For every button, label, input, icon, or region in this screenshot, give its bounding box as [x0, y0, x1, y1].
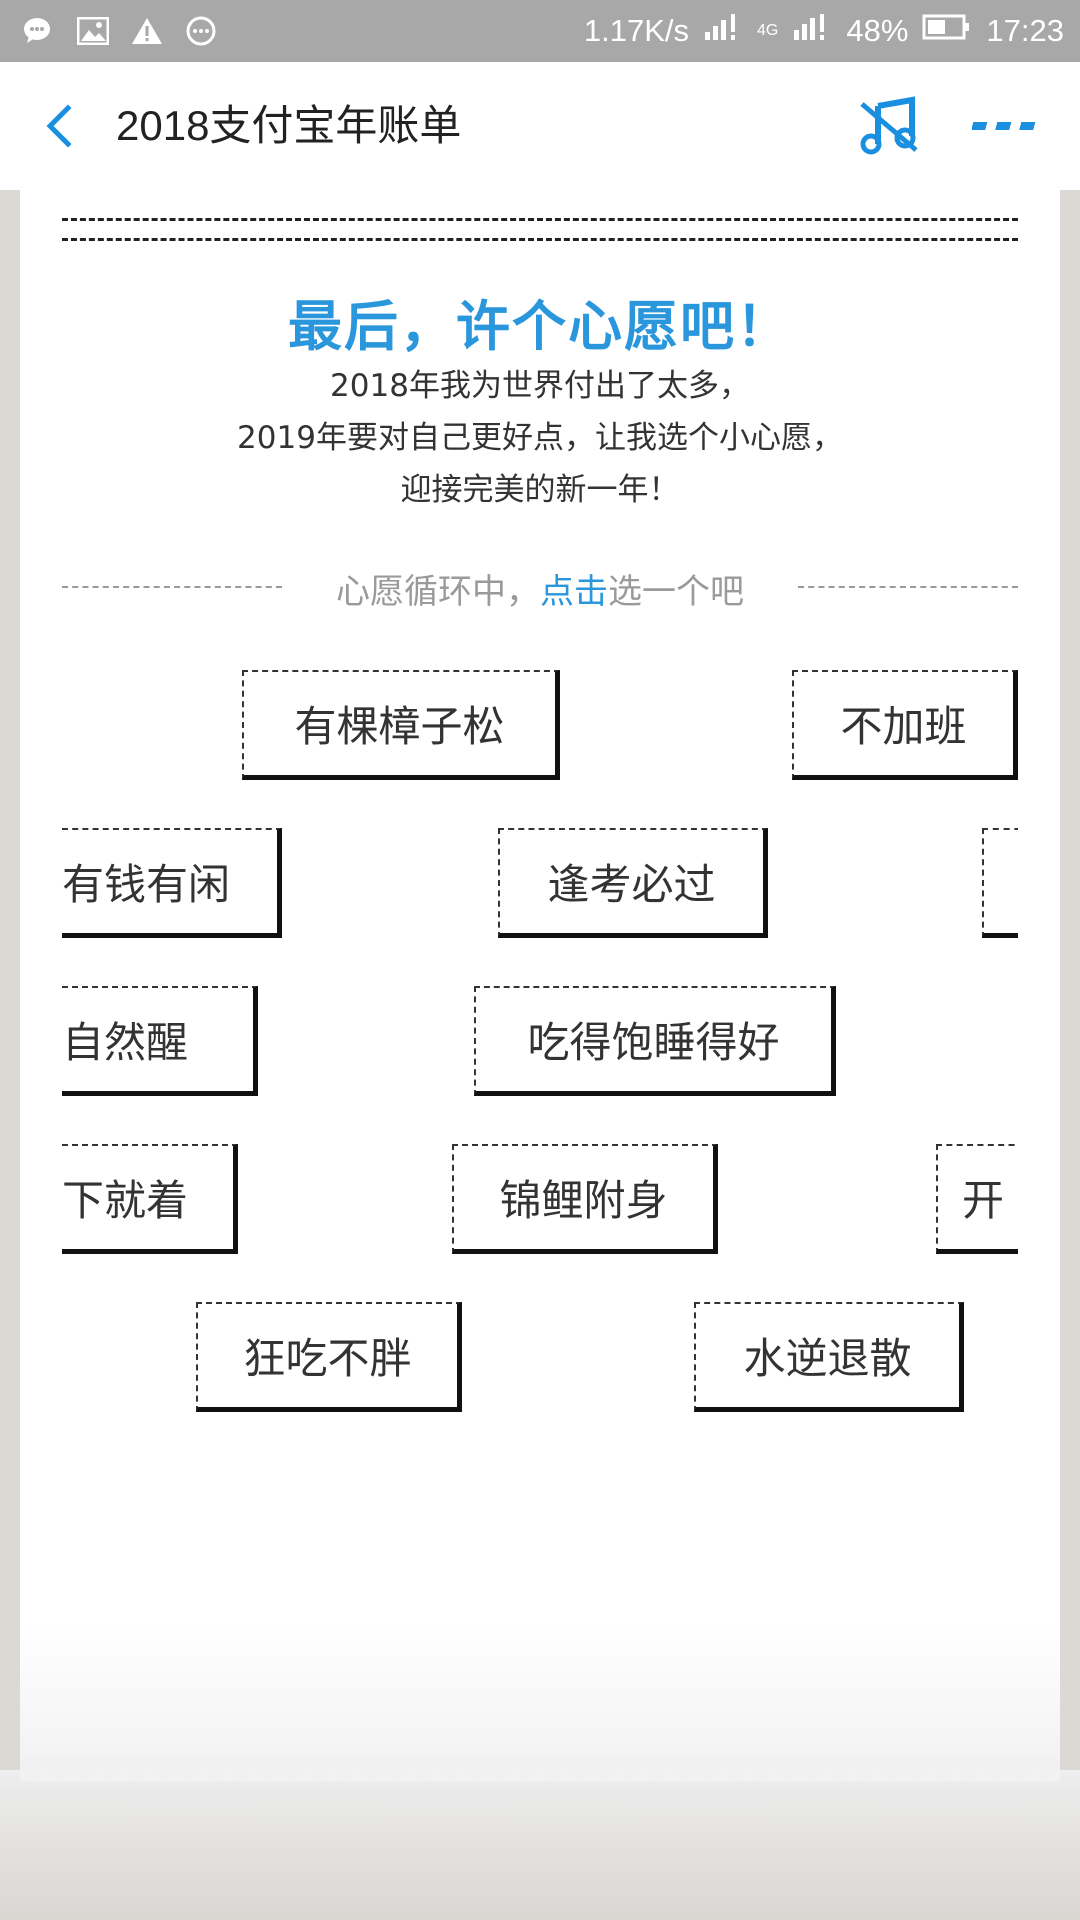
- wish-cycle-hint: 心愿循环中，点击选一个吧: [62, 564, 1018, 613]
- wish-card[interactable]: 水逆退散: [694, 1302, 964, 1412]
- signal-strength-icon: [792, 12, 832, 50]
- image-icon: [76, 14, 110, 48]
- app-header: 2018支付宝年账单: [0, 62, 1080, 192]
- wish-card[interactable]: 开: [936, 1144, 1018, 1254]
- receipt-paper: 最后，许个心愿吧！ 2018年我为世界付出了太多， 2019年要对自己更好点，让…: [20, 190, 1060, 1782]
- wish-cycle-row: 心愿循环中，点击选一个吧: [62, 564, 1018, 612]
- status-bar: 1.17K/s 4G 48% 17:23: [0, 0, 1080, 62]
- net-speed: 1.17K/s: [583, 13, 690, 48]
- click-link[interactable]: 点击: [540, 572, 608, 612]
- battery-percent: 48%: [846, 13, 909, 48]
- clock: 17:23: [986, 13, 1064, 48]
- dashed-divider: [62, 238, 1018, 241]
- dashed-divider: [62, 586, 282, 588]
- background-right: [1060, 190, 1080, 1920]
- receipt-edge: [20, 1758, 1060, 1782]
- wish-card[interactable]: [982, 828, 1018, 938]
- warning-icon: [130, 14, 164, 48]
- description-line: 2019年要对自己更好点，让我选个小心愿，: [237, 420, 843, 456]
- more-circle-icon: [184, 14, 218, 48]
- music-icon[interactable]: [856, 92, 922, 158]
- dashed-divider: [798, 586, 1018, 588]
- wish-card[interactable]: 锦鲤附身: [452, 1144, 718, 1254]
- wish-card[interactable]: 下就着: [62, 1144, 238, 1254]
- wish-card[interactable]: 狂吃不胖: [196, 1302, 462, 1412]
- wish-card[interactable]: 有棵樟子松: [242, 670, 560, 780]
- wish-card[interactable]: 逢考必过: [498, 828, 768, 938]
- wish-card[interactable]: 吃得饱睡得好: [474, 986, 836, 1096]
- description-line: 迎接完美的新一年！: [400, 472, 680, 508]
- signal-icon: [703, 12, 743, 50]
- wish-list: 有棵樟子松 不加班 有钱有闲 逢考必过 自然醒 吃得饱睡得好 下就着 锦鲤附身 …: [62, 670, 1018, 1430]
- wish-card[interactable]: 有钱有闲: [62, 828, 282, 938]
- network-type: 4G: [757, 22, 779, 39]
- cycle-prefix: 心愿循环中，: [336, 572, 540, 612]
- background-left: [0, 190, 20, 1920]
- wish-card[interactable]: 自然醒: [62, 986, 258, 1096]
- wish-heading: 最后，许个心愿吧！: [288, 295, 792, 358]
- dashed-divider: [62, 218, 1018, 221]
- wechat-icon: [22, 14, 56, 48]
- background-bottom: [0, 1770, 1080, 1920]
- back-icon[interactable]: [32, 96, 82, 156]
- more-icon[interactable]: [971, 112, 1042, 142]
- battery-icon: [922, 13, 972, 49]
- wish-card[interactable]: 不加班: [792, 670, 1018, 780]
- cycle-suffix: 选一个吧: [608, 572, 744, 612]
- page-title: 2018支付宝年账单: [116, 102, 462, 149]
- description-line: 2018年我为世界付出了太多，: [330, 368, 750, 404]
